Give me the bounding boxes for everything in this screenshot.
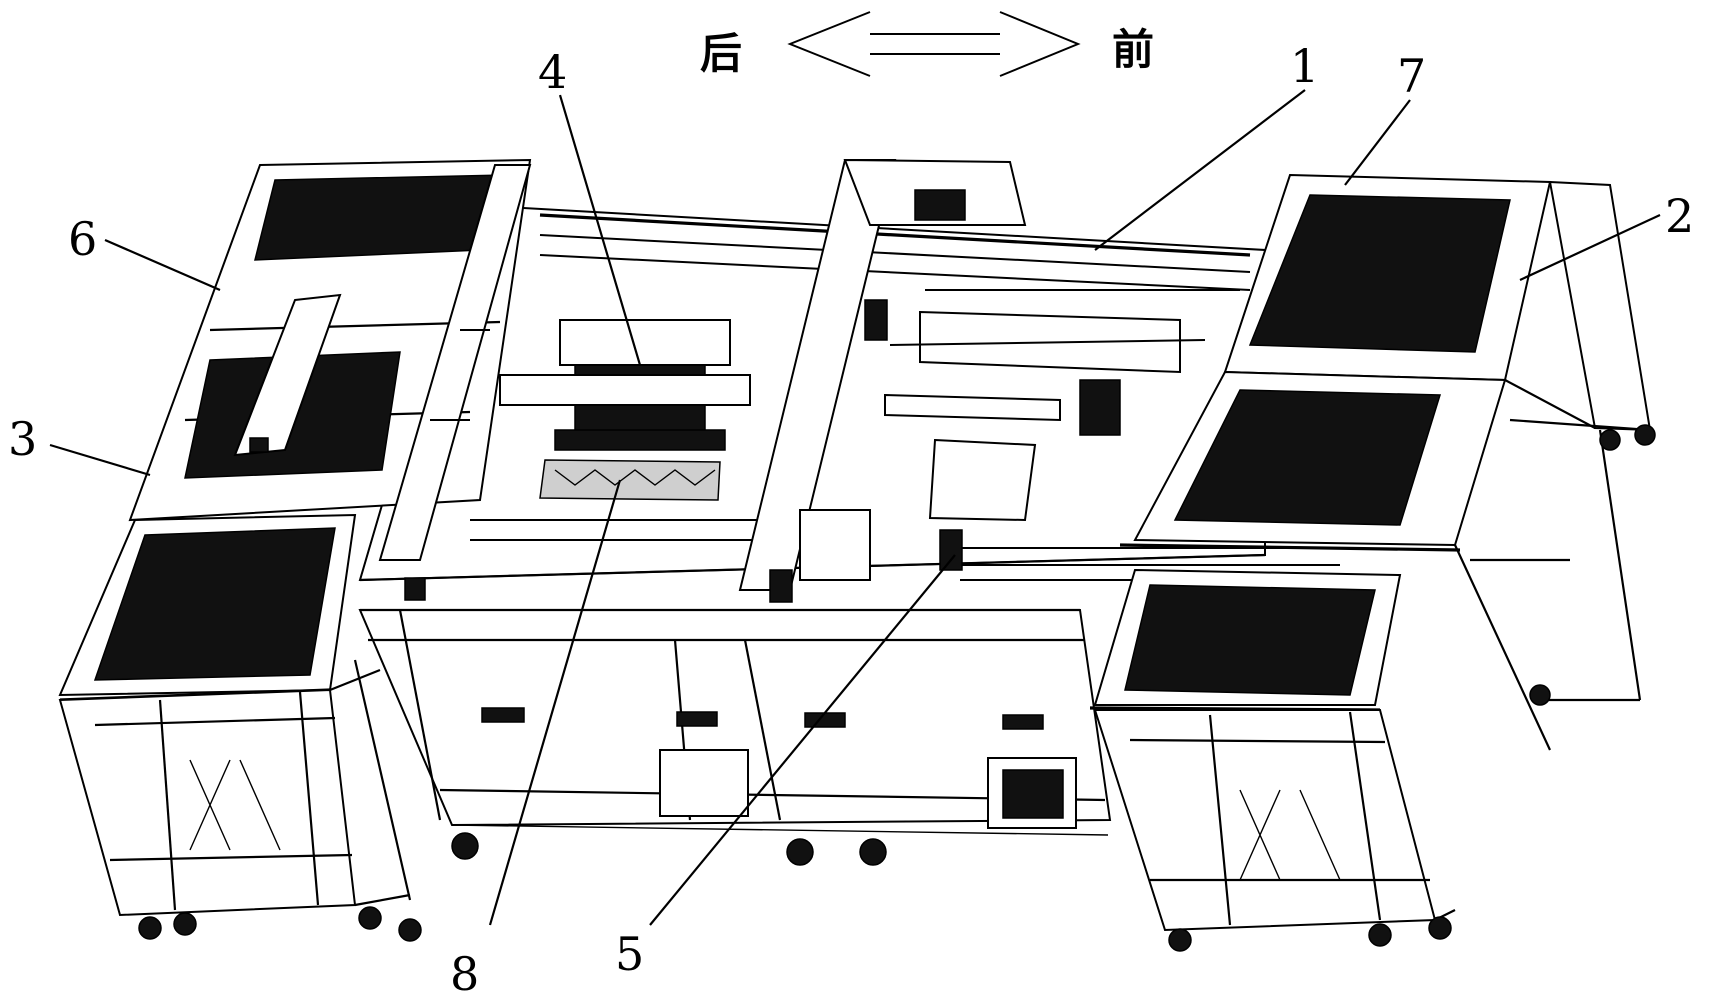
callout-3: 3 bbox=[8, 412, 37, 466]
left-unit bbox=[58, 158, 532, 942]
leader-6 bbox=[104, 238, 221, 292]
leader-2 bbox=[1519, 214, 1661, 281]
callout-7: 7 bbox=[1397, 49, 1426, 103]
callout-1: 1 bbox=[1290, 39, 1319, 93]
callout-2: 2 bbox=[1665, 189, 1694, 243]
leader-4 bbox=[558, 94, 642, 366]
leader-lines bbox=[49, 89, 1661, 926]
callout-5: 5 bbox=[615, 927, 644, 981]
leader-5 bbox=[649, 554, 956, 926]
leader-1 bbox=[1094, 89, 1306, 251]
double-arrow-icon bbox=[787, 11, 1081, 77]
callout-labels: 1 2 3 4 5 6 7 8 bbox=[8, 39, 1694, 998]
central-table bbox=[358, 158, 1340, 612]
callout-4: 4 bbox=[538, 45, 567, 99]
direction-label-rear: 后 bbox=[700, 29, 742, 78]
callout-8: 8 bbox=[450, 947, 479, 998]
direction-indicator: 后 前 bbox=[700, 11, 1154, 78]
leader-8 bbox=[488, 479, 622, 926]
central-cabinet bbox=[358, 609, 1112, 866]
right-unit bbox=[1089, 173, 1656, 952]
leader-3 bbox=[49, 443, 151, 477]
leader-7 bbox=[1344, 99, 1411, 186]
direction-label-front: 前 bbox=[1112, 25, 1154, 74]
callout-6: 6 bbox=[68, 212, 97, 266]
